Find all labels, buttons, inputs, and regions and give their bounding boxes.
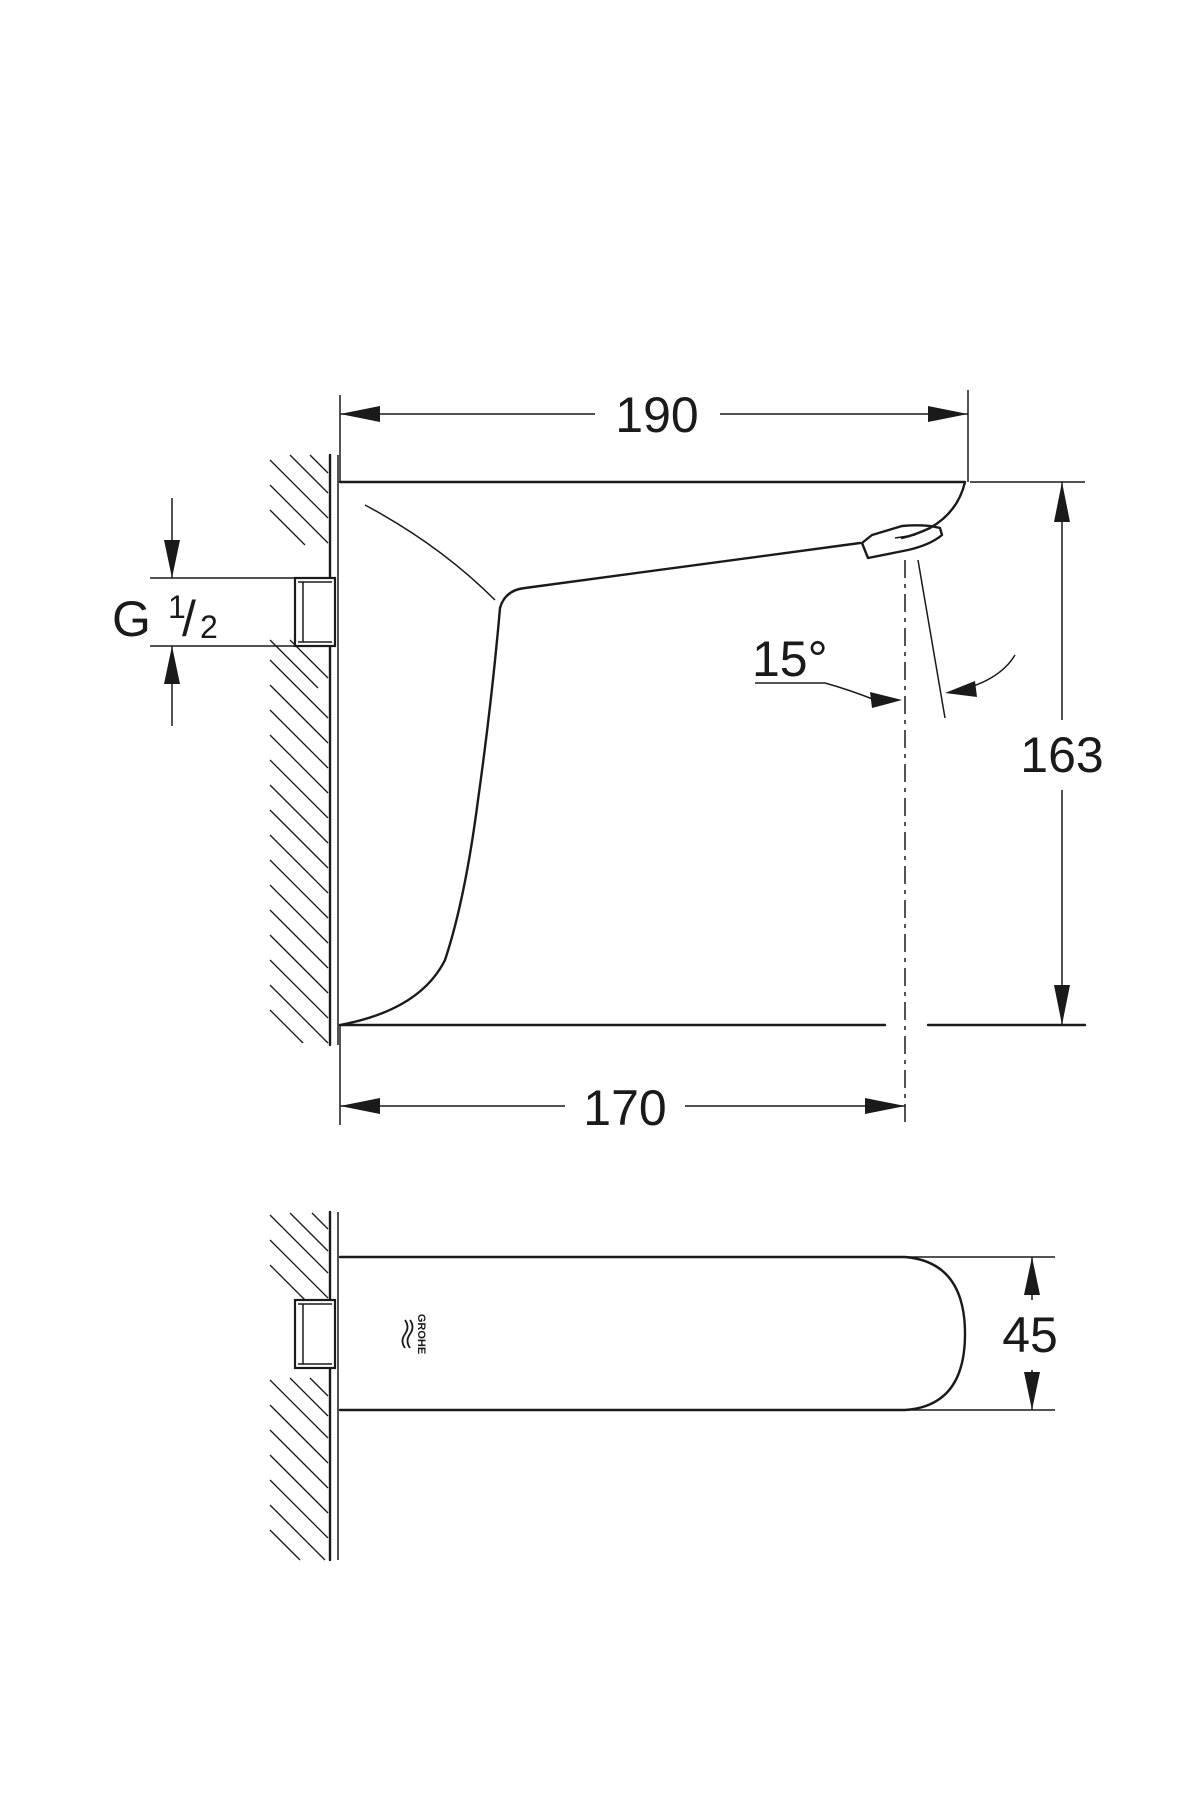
grohe-logo: GROHE — [401, 1314, 427, 1354]
wall-hatch-lower — [269, 1212, 329, 1561]
dimension-190: 190 — [339, 387, 969, 482]
dimension-190-label: 190 — [615, 387, 698, 443]
top-view: GROHE 45 — [269, 1210, 1058, 1562]
dimension-163-label: 163 — [1020, 727, 1103, 783]
faucet-body-top — [338, 1255, 967, 1412]
thread-denominator: 2 — [200, 609, 218, 645]
dimension-170: 170 — [339, 1025, 905, 1136]
angle-annotation: 15° — [752, 631, 1016, 708]
thread-slash: / — [182, 591, 196, 647]
logo-wave-icon — [401, 1319, 414, 1349]
threaded-connection — [293, 576, 337, 648]
angle-label: 15° — [752, 631, 828, 687]
dimension-45-label: 45 — [1002, 1307, 1058, 1363]
dimension-163: 163 — [970, 481, 1104, 1025]
side-view: 15° 190 163 170 — [112, 387, 1104, 1136]
spray-tilt-line — [917, 559, 946, 719]
logo-text: GROHE — [415, 1314, 427, 1354]
faucet-body — [338, 480, 1087, 1027]
dimension-45: 45 — [905, 1256, 1058, 1411]
thread-letter: G — [112, 591, 151, 647]
dimension-170-label: 170 — [583, 1080, 666, 1136]
thread-numerator: 1 — [168, 589, 186, 625]
threaded-connection-top — [293, 1298, 337, 1370]
thread-dimension: G 1 / 2 — [112, 498, 295, 726]
wall-hatch-upper — [269, 454, 329, 1044]
